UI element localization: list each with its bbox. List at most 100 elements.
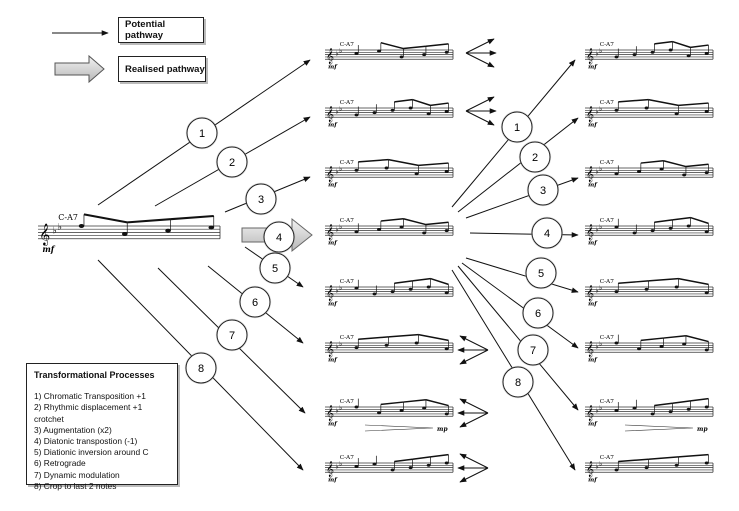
flat-sign: ♭ [596,343,599,351]
note-beam [663,335,687,339]
note-beam [412,98,431,107]
note-beam [690,44,709,49]
note-head [704,171,709,175]
circle-outline [259,252,291,284]
note-head [426,112,431,116]
process-item: 1) Chromatic Transposition +1 [34,391,146,402]
processes-title: Transformational Processes [34,370,155,380]
chord-symbol: C-A7 [600,218,615,224]
note-head [614,408,619,412]
circle-number: 4 [276,232,282,244]
note-beam [418,162,449,167]
note-beam [170,214,214,221]
note-head [354,405,359,409]
note-head [399,55,404,59]
note-head [644,287,649,291]
note-beam [83,213,128,224]
note-beam [618,458,649,463]
process-item: 2) Rhythmic displacement +1 crotchet [34,402,143,424]
flat-sign: ♭ [336,50,339,58]
circle-number: 4 [544,228,550,240]
note-head [674,285,679,289]
note-beam [380,401,404,406]
dynamic-mark: mf [588,422,598,428]
flat-sign: ♭ [596,168,599,176]
treble-clef: 𝄞 [586,49,594,65]
flat-sign: ♭ [599,105,602,113]
circle-outline [185,352,217,384]
chord-symbol: C-A7 [340,399,355,405]
circle-outline [245,183,277,215]
circle-number: 3 [540,185,546,197]
note-head [704,291,709,295]
circle-outline [531,217,563,249]
circle-outline [519,141,551,173]
note-head [122,231,128,237]
dynamic-mark: mf [588,358,598,364]
note-head [650,412,655,416]
process-number-circle: 2 [518,140,552,174]
circle-number: 3 [258,194,264,206]
note-beam [672,400,691,404]
chord-symbol: C-A7 [340,100,355,106]
flat-sign: ♭ [339,404,342,412]
note-head [614,468,619,472]
note-beam [685,335,709,343]
branch-fan-arrow [459,467,489,483]
circle-outline [522,297,554,329]
circle-outline [517,334,549,366]
circle-number: 8 [198,363,204,375]
treble-clef: 𝄞 [326,49,334,65]
circle-outline [525,257,557,289]
circle-number: 2 [532,152,538,164]
dynamic-mark: mf [588,183,598,189]
note-head [78,223,85,229]
flat-sign: ♭ [599,340,602,348]
note-beam [358,336,389,340]
note-head [390,290,395,294]
circle-outline [239,286,271,318]
note-head [422,406,427,410]
potential-pathway-arrow [457,265,579,411]
note-beam [425,221,449,226]
note-head [704,348,709,352]
branch-fan-arrow [465,96,495,112]
note-head [408,106,413,110]
note-head [632,53,637,57]
treble-clef: 𝄞 [326,107,334,123]
dynamic-mark: mf [328,241,338,247]
chord-symbol: C-A7 [600,42,615,48]
circle-number: 1 [199,128,205,140]
dynamic-mark: mp [697,426,708,433]
note-head [444,169,449,173]
note-head [390,468,395,472]
treble-clef: 𝄞 [586,286,594,302]
note-head [632,406,637,410]
flat-sign: ♭ [599,223,602,231]
note-head [414,341,419,345]
treble-clef: 𝄞 [326,167,334,183]
dynamic-mark: mp [437,426,448,433]
process-number-circle: 5 [524,256,558,290]
branch-fan-arrow [459,453,489,469]
note-beam [380,42,404,50]
note-head [444,50,449,54]
potential-pathway-arrow [465,177,579,219]
dynamic-hairpin [364,424,434,432]
note-head [354,230,359,234]
note-head [668,226,673,230]
flat-sign: ♭ [599,284,602,292]
note-head [444,461,449,465]
circle-outline [216,146,248,178]
note-head [354,51,359,55]
circle-outline [216,319,248,351]
circle-number: 7 [229,330,235,342]
flat-sign: ♭ [339,223,342,231]
